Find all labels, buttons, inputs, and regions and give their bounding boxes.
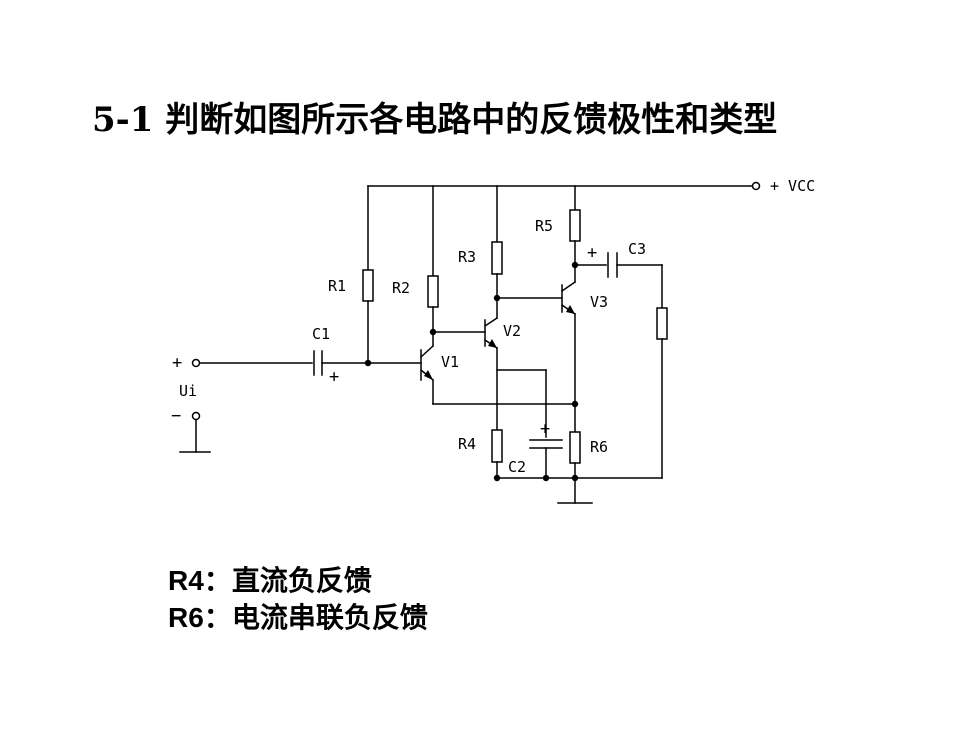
transistor-v3 xyxy=(560,280,577,433)
ui-label: Ui xyxy=(179,382,197,400)
r2-label: R2 xyxy=(392,279,410,297)
input-ground-symbol xyxy=(179,419,211,453)
answer-r6: R6：电流串联负反馈 xyxy=(168,599,428,636)
c3-plus-label: + xyxy=(587,243,597,263)
capacitor-c2 xyxy=(529,439,563,449)
c2-plus-label: + xyxy=(540,419,550,439)
junction-dots xyxy=(364,261,579,482)
resistor-r2 xyxy=(427,275,439,308)
answers: R4：直流负反馈 R6：电流串联负反馈 xyxy=(168,562,428,636)
transistor-v2 xyxy=(483,316,499,431)
input-plus-terminal xyxy=(191,358,201,368)
c3-label: C3 xyxy=(628,240,646,258)
answer-r4: R4：直流负反馈 xyxy=(168,562,428,599)
r5-label: R5 xyxy=(535,217,553,235)
resistor-r6 xyxy=(569,431,581,464)
r1-label: R1 xyxy=(328,277,346,295)
v1-emitter-arrow xyxy=(424,370,433,380)
capacitor-c3 xyxy=(607,252,618,278)
vcc-label: + VCC xyxy=(770,177,815,195)
input-plus-label: + xyxy=(172,353,182,373)
answer-r4-resistor: R4 xyxy=(168,565,204,596)
resistor-r3 xyxy=(491,241,503,275)
v3-label: V3 xyxy=(590,293,608,311)
c2-label: C2 xyxy=(508,458,526,476)
answer-r4-type: 直流负反馈 xyxy=(231,565,372,596)
v2-emitter-arrow xyxy=(488,339,497,348)
capacitor-c1 xyxy=(313,350,323,376)
r3-label: R3 xyxy=(458,248,476,266)
ground-symbol xyxy=(557,477,593,504)
answer-r6-type: 电流串联负反馈 xyxy=(231,602,428,633)
transistor-v1 xyxy=(419,331,435,405)
c1-plus-label: + xyxy=(329,367,339,387)
resistor-load xyxy=(656,307,668,340)
answer-r6-separator: ： xyxy=(203,602,232,633)
resistor-r4 xyxy=(491,429,503,463)
input-minus-label: − xyxy=(171,406,181,426)
resistor-r5 xyxy=(569,209,581,242)
input-minus-terminal xyxy=(191,411,201,421)
r4-label: R4 xyxy=(458,435,476,453)
answer-r6-resistor: R6 xyxy=(168,602,204,633)
c1-label: C1 xyxy=(312,325,330,343)
page-title: 5-1 判断如图所示各电路中的反馈极性和类型 xyxy=(92,100,778,140)
answer-r4-separator: ： xyxy=(203,565,232,596)
resistor-r1 xyxy=(362,269,374,302)
v1-label: V1 xyxy=(441,353,459,371)
vcc-rail xyxy=(367,185,753,277)
r6-label: R6 xyxy=(590,438,608,456)
vcc-terminal xyxy=(751,181,761,191)
v3-emitter-arrow xyxy=(566,305,575,314)
v2-label: V2 xyxy=(503,322,521,340)
